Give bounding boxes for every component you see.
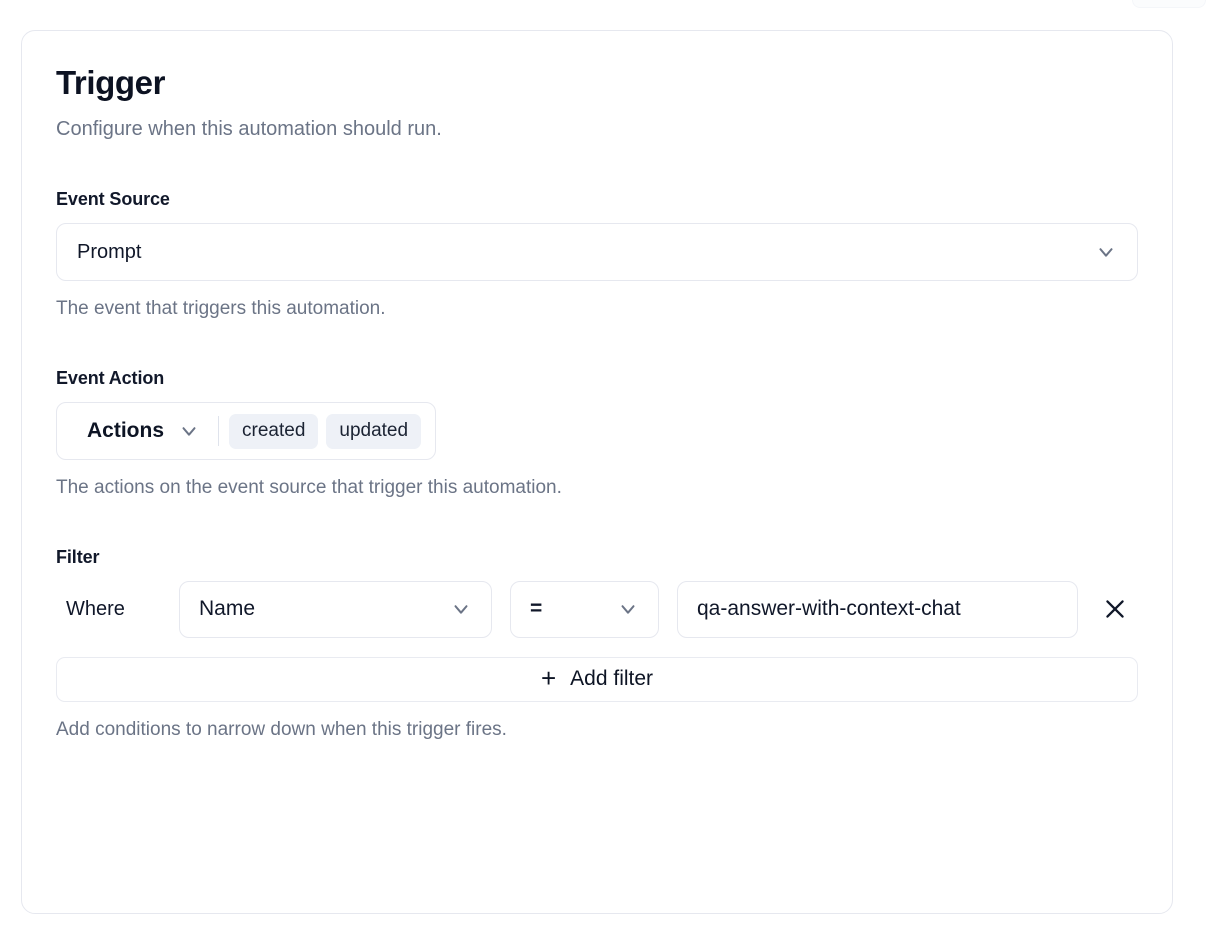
event-action-label: Event Action	[56, 368, 165, 389]
event-source-help: The event that triggers this automation.	[56, 298, 386, 320]
chevron-down-icon	[450, 598, 472, 620]
add-filter-label: Add filter	[570, 667, 654, 691]
filter-field-value: Name	[199, 597, 256, 621]
plus-icon: +	[540, 663, 557, 694]
event-action-help: The actions on the event source that tri…	[56, 477, 562, 499]
divider	[218, 416, 220, 447]
trigger-card: Trigger Configure when this automation s…	[21, 30, 1173, 914]
event-source-select[interactable]: Prompt	[56, 223, 1138, 282]
filter-label: Filter	[56, 546, 100, 567]
pill-updated[interactable]: updated	[326, 413, 422, 449]
filter-value-wrapper	[677, 580, 1078, 638]
event-action-selected-pills: created updated	[229, 413, 422, 449]
filter-operator-value: =	[530, 597, 543, 621]
chevron-down-icon	[1095, 241, 1117, 263]
event-source-label: Event Source	[56, 189, 170, 210]
page-title: Trigger	[56, 64, 166, 101]
event-action-control: Actions created updated	[56, 402, 437, 461]
event-action-dropdown-trigger[interactable]: Actions	[57, 403, 216, 459]
chevron-down-icon	[617, 598, 639, 620]
event-action-trigger-label: Actions	[87, 419, 165, 443]
filter-help: Add conditions to narrow down when this …	[56, 718, 507, 740]
filter-field-select[interactable]: Name	[179, 580, 492, 638]
add-filter-button[interactable]: + Add filter	[56, 656, 1138, 702]
filter-row: Where Name =	[56, 580, 1138, 638]
filter-operator-select[interactable]: =	[510, 580, 659, 638]
remove-filter-button[interactable]	[1098, 592, 1132, 626]
page-subtitle: Configure when this automation should ru…	[56, 118, 442, 141]
event-source-value: Prompt	[77, 240, 142, 263]
filter-where-label: Where	[66, 597, 125, 620]
filter-value-input[interactable]	[697, 597, 1058, 622]
chevron-down-icon	[178, 420, 200, 442]
pill-created[interactable]: created	[229, 413, 319, 449]
close-icon	[1102, 596, 1128, 622]
offscreen-element-fragment	[1132, 0, 1206, 8]
